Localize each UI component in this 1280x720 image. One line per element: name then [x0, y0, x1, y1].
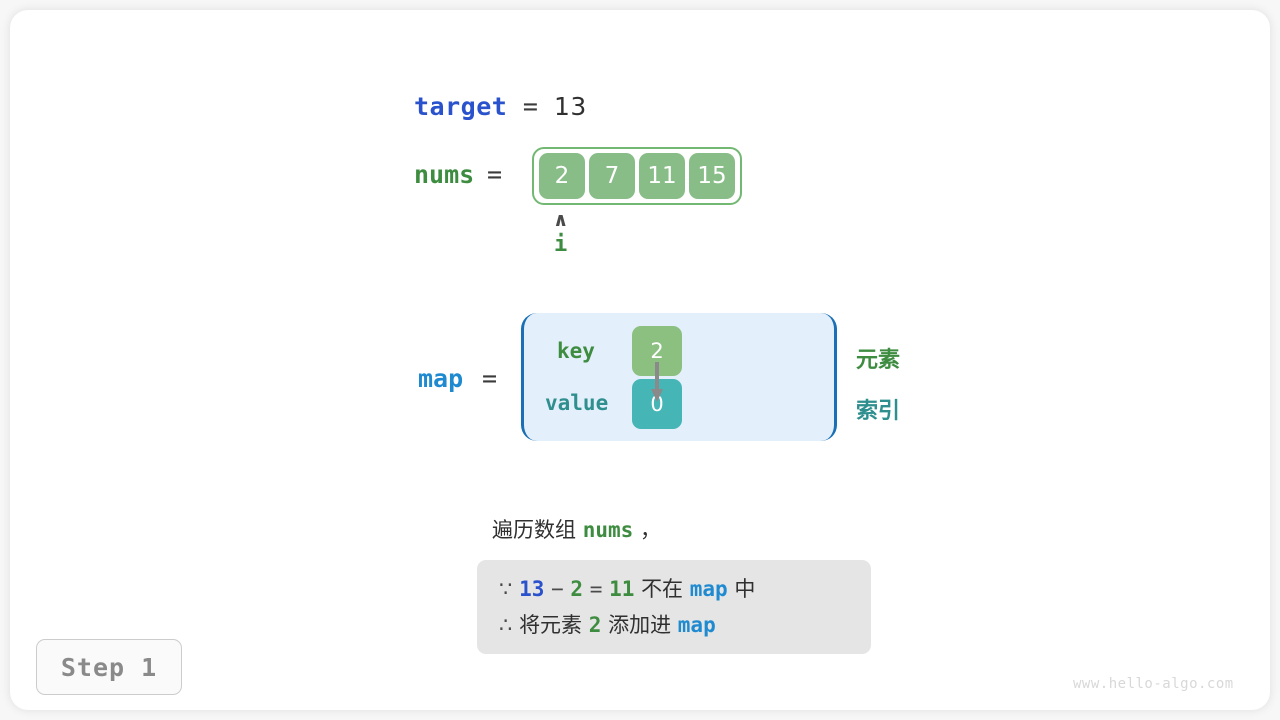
reasoning-map-code: map: [689, 577, 728, 601]
key-to-value-arrow-icon: [651, 362, 663, 402]
target-variable-label: target: [414, 92, 508, 121]
target-equals-sign: =: [522, 92, 539, 121]
map-variable-label: map: [418, 364, 464, 393]
nums-equals-sign: =: [487, 160, 503, 189]
map-key-row-label: key: [557, 339, 595, 363]
reasoning2-map-code: map: [677, 613, 716, 637]
step-badge: Step 1: [36, 639, 182, 695]
target-value: 13: [554, 92, 587, 121]
array-cell: 2: [539, 153, 585, 199]
reasoning-text-mid: 不在: [641, 577, 684, 601]
description-suffix: ，: [639, 518, 661, 542]
array-cell: 11: [639, 153, 685, 199]
description-code: nums: [582, 518, 634, 542]
annotation-index: 索引: [856, 399, 901, 424]
watermark: www.hello-algo.com: [1073, 676, 1234, 692]
map-value-row-label: value: [545, 391, 609, 415]
target-declaration: target = 13: [414, 92, 587, 121]
reasoning2-text-start: 将元素: [519, 613, 583, 637]
nums-variable-label: nums: [414, 160, 475, 189]
map-equals-sign: =: [482, 364, 498, 393]
reasoning2-text-mid: 添加进: [608, 613, 672, 637]
description-line: 遍历数组 nums ，: [492, 514, 661, 544]
reasoning2-value: 2: [588, 613, 602, 637]
reasoning-text-end: 中: [734, 577, 756, 601]
description-prefix: 遍历数组: [492, 518, 576, 542]
reasoning-box: ∵ 13 − 2 = 11 不在 map 中 ∴ 将元素 2 添加进 map: [477, 560, 871, 654]
reasoning-operand-b: 2: [570, 577, 584, 601]
therefore-symbol-icon: ∴: [499, 613, 513, 637]
nums-array-container: 2 7 11 15: [532, 147, 742, 205]
reasoning-line-2: ∴ 将元素 2 添加进 map: [477, 606, 871, 642]
array-cell: 15: [689, 153, 735, 199]
reasoning-result: 11: [609, 577, 635, 601]
reasoning-operand-a: 13: [519, 577, 545, 601]
index-pointer-label: i: [554, 232, 568, 257]
index-pointer-caret-icon: ∧: [553, 209, 569, 231]
array-cell: 7: [589, 153, 635, 199]
reasoning-equals-sign: =: [589, 577, 603, 601]
annotation-element: 元素: [856, 348, 901, 373]
reasoning-minus-sign: −: [551, 577, 564, 601]
because-symbol-icon: ∵: [499, 577, 513, 601]
reasoning-line-1: ∵ 13 − 2 = 11 不在 map 中: [477, 570, 871, 606]
